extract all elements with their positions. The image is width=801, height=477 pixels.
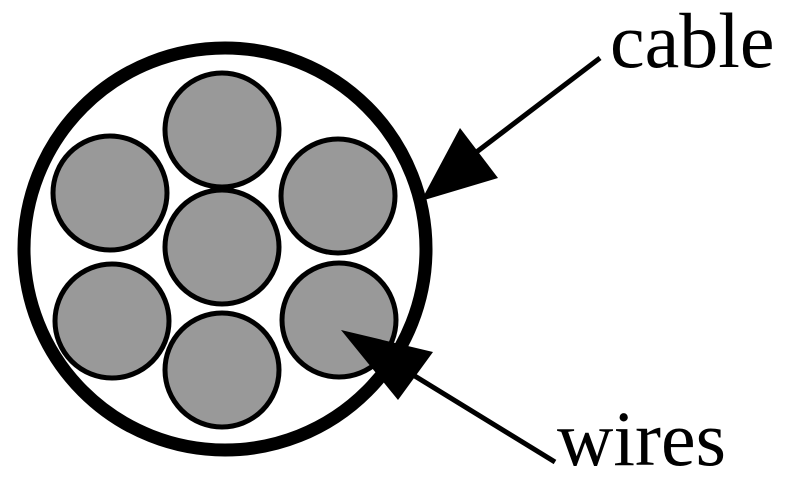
wires-label: wires <box>557 395 726 477</box>
cable-arrow-head <box>421 128 498 201</box>
cable-label: cable <box>610 0 775 84</box>
wire-top <box>162 70 282 190</box>
wires-arrow-shaft <box>403 367 557 465</box>
wires-arrow <box>341 330 557 465</box>
cable-arrow <box>421 56 602 201</box>
wire-center <box>162 187 282 307</box>
wire-bottom <box>162 310 282 430</box>
wire-lower-left <box>52 261 172 381</box>
cable-arrow-shaft <box>468 56 602 159</box>
wire-upper-right <box>278 136 398 256</box>
wire-bundle <box>50 70 399 430</box>
wires-arrow-head <box>341 330 433 400</box>
wire-upper-left <box>50 133 170 253</box>
